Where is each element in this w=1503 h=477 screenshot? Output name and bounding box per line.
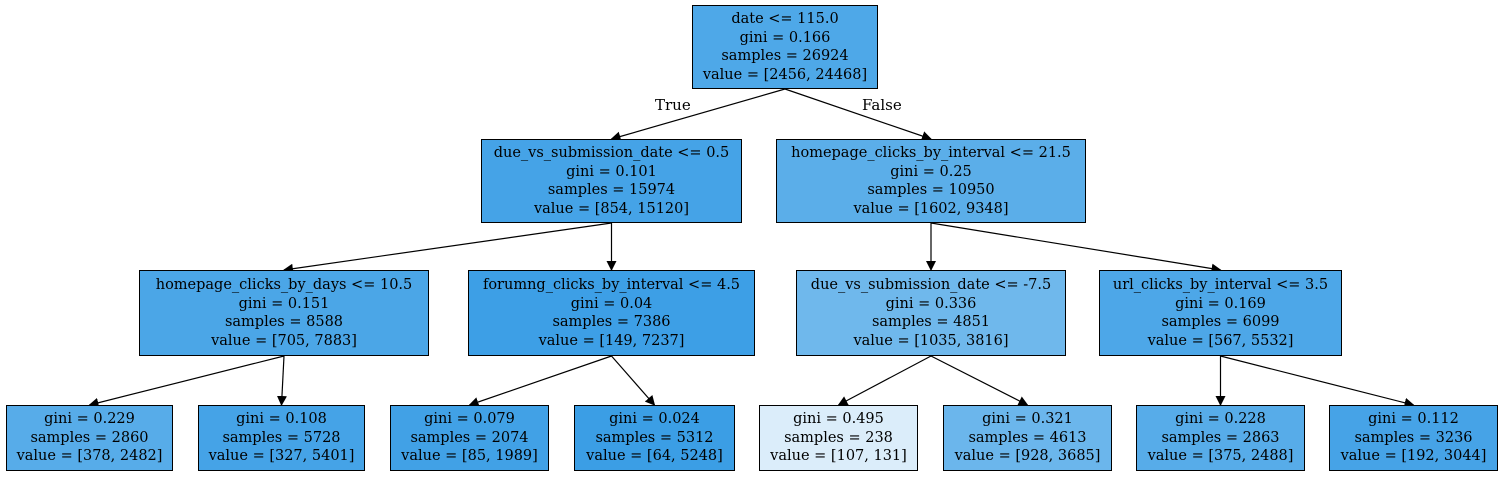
tree-edge-arrow: [88, 355, 285, 408]
tree-leaf-node: gini = 0.079 samples = 2074 value = [85,…: [390, 405, 549, 471]
node-gini: gini = 0.112: [1368, 411, 1459, 428]
node-value: value = [705, 7883]: [211, 332, 357, 349]
tree-edge-arrow: [784, 88, 932, 141]
node-value: value = [107, 131]: [770, 448, 907, 465]
node-samples: samples = 2860: [30, 429, 149, 446]
tree-edge-arrow: [930, 222, 1222, 274]
node-samples: samples = 5312: [595, 429, 714, 446]
node-gini: gini = 0.04: [570, 295, 653, 312]
node-samples: samples = 26924: [721, 48, 849, 64]
tree-edge-arrow: [930, 355, 1029, 406]
tree-leaf-node: gini = 0.108 samples = 5728 value = [327…: [198, 405, 365, 471]
node-value: value = [567, 5532]: [1147, 332, 1294, 349]
tree-edge-arrow: [1220, 355, 1415, 408]
tree-edge-arrow: [611, 355, 656, 406]
node-gini: gini = 0.495: [793, 411, 884, 428]
node-gini: gini = 0.151: [238, 295, 330, 312]
node-gini: gini = 0.229: [44, 411, 135, 428]
node-split-condition: date <= 115.0: [731, 11, 839, 27]
tree-leaf-node: gini = 0.321 samples = 4613 value = [928…: [943, 405, 1112, 471]
node-split-condition: due_vs_submission_date <= 0.5: [493, 145, 730, 161]
node-value: value = [375, 2488]: [1147, 448, 1294, 465]
tree-leaf-node: gini = 0.112 samples = 3236 value = [192…: [1329, 405, 1498, 471]
tree-node-level2: due_vs_submission_date <= -7.5 gini = 0.…: [796, 270, 1066, 356]
node-gini: gini = 0.166: [739, 29, 831, 46]
node-gini: gini = 0.228: [1175, 411, 1266, 428]
node-value: value = [2456, 24468]: [702, 66, 868, 83]
node-samples: samples = 10950: [867, 182, 995, 198]
tree-node-level1-right: homepage_clicks_by_interval <= 21.5 gini…: [776, 139, 1086, 223]
tree-node-root: date <= 115.0 gini = 0.166 samples = 269…: [692, 5, 878, 89]
tree-node-level2: forumng_clicks_by_interval <= 4.5 gini =…: [468, 270, 755, 356]
node-gini: gini = 0.024: [609, 411, 700, 428]
node-value: value = [149, 7237]: [538, 332, 685, 349]
tree-node-level2: homepage_clicks_by_days <= 10.5 gini = 0…: [139, 270, 429, 356]
node-split-condition: due_vs_submission_date <= -7.5: [810, 277, 1052, 293]
tree-leaf-node: gini = 0.495 samples = 238 value = [107,…: [759, 405, 918, 471]
tree-edge-arrow: [283, 222, 612, 274]
node-samples: samples = 3236: [1354, 429, 1473, 446]
tree-leaf-node: gini = 0.228 samples = 2863 value = [375…: [1136, 405, 1305, 471]
node-gini: gini = 0.079: [424, 411, 515, 428]
edge-label-false: False: [862, 96, 902, 114]
node-value: value = [64, 5248]: [586, 448, 723, 465]
tree-edge-arrow: [837, 355, 932, 406]
node-gini: gini = 0.25: [890, 163, 972, 180]
node-samples: samples = 5728: [222, 429, 341, 446]
node-split-condition: homepage_clicks_by_interval <= 21.5: [791, 145, 1071, 161]
node-split-condition: homepage_clicks_by_days <= 10.5: [155, 277, 413, 293]
tree-edge-arrow: [610, 88, 786, 142]
node-split-condition: forumng_clicks_by_interval <= 4.5: [482, 277, 741, 293]
node-value: value = [192, 3044]: [1340, 448, 1487, 465]
node-samples: samples = 7386: [552, 314, 671, 330]
node-value: value = [854, 15120]: [533, 200, 690, 217]
tree-leaf-node: gini = 0.229 samples = 2860 value = [378…: [6, 405, 173, 471]
node-gini: gini = 0.169: [1175, 295, 1266, 312]
node-samples: samples = 4613: [968, 429, 1087, 446]
node-value: value = [378, 2482]: [16, 448, 163, 465]
node-samples: samples = 2863: [1161, 429, 1280, 446]
tree-leaf-node: gini = 0.024 samples = 5312 value = [64,…: [574, 405, 735, 471]
tree-edge-arrow: [468, 355, 612, 407]
node-samples: samples = 238: [784, 429, 893, 446]
tree-edge-arrow: [276, 355, 287, 406]
tree-node-level2: url_clicks_by_interval <= 3.5 gini = 0.1…: [1099, 270, 1342, 356]
node-value: value = [1602, 9348]: [853, 200, 1009, 217]
edge-label-true: True: [655, 96, 691, 114]
node-samples: samples = 2074: [410, 429, 529, 446]
node-gini: gini = 0.108: [236, 411, 327, 428]
node-value: value = [928, 3685]: [954, 448, 1101, 465]
node-split-condition: url_clicks_by_interval <= 3.5: [1112, 277, 1329, 293]
tree-node-level1-left: due_vs_submission_date <= 0.5 gini = 0.1…: [481, 139, 742, 223]
node-value: value = [85, 1989]: [401, 448, 538, 465]
node-gini: gini = 0.336: [885, 295, 977, 312]
node-value: value = [1035, 3816]: [853, 332, 1009, 349]
node-samples: samples = 6099: [1161, 314, 1280, 330]
node-samples: samples = 15974: [547, 182, 676, 198]
node-gini: gini = 0.321: [982, 411, 1073, 428]
node-gini: gini = 0.101: [566, 163, 657, 180]
node-samples: samples = 8588: [224, 314, 344, 330]
node-samples: samples = 4851: [871, 314, 991, 330]
node-value: value = [327, 5401]: [208, 448, 355, 465]
